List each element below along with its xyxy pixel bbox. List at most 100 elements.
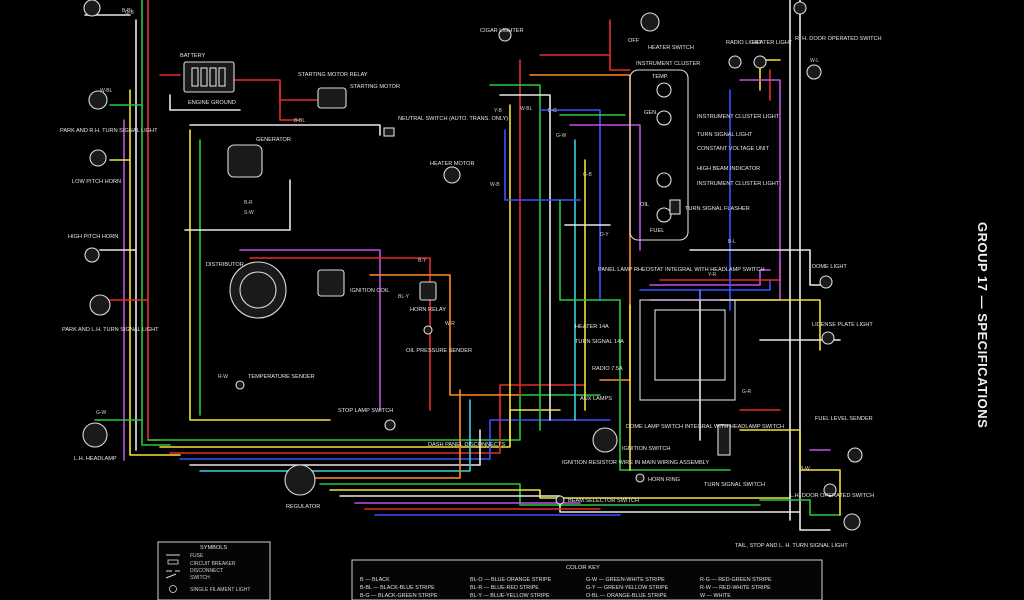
color-key-entry: BL-O — BLUE-ORANGE STRIPE bbox=[470, 577, 552, 583]
label-dome-lamp-switch: DOME LAMP SWITCH INTEGRAL WITH HEADLAMP … bbox=[626, 424, 784, 430]
symbols-legend: SYMBOLS FUSE CIRCUIT BREAKER DISCONNECT … bbox=[157, 541, 271, 600]
label-fuel-level-sender: FUEL LEVEL SENDER bbox=[815, 416, 873, 422]
ignition-switch-icon bbox=[592, 427, 618, 453]
cigar-lighter-icon bbox=[498, 28, 512, 42]
color-key-entry: BL-R — BLUE-RED STRIPE bbox=[470, 585, 539, 591]
turn-signal-switch-icon bbox=[717, 424, 731, 456]
label-constant-voltage-unit: CONSTANT VOLTAGE UNIT bbox=[697, 146, 770, 152]
label-ignition-resistor: IGNITION RESISTOR WIRE IN MAIN WIRING AS… bbox=[562, 460, 709, 466]
rh-headlamp-icon bbox=[83, 0, 101, 17]
wire-code: S-W bbox=[244, 210, 254, 216]
label-lh-headlamp: L.H. HEADLAMP bbox=[74, 456, 117, 462]
label-battery: BATTERY bbox=[180, 53, 206, 59]
label-heater-14a: HEATER 14A bbox=[575, 324, 609, 330]
label-gen: GEN. bbox=[644, 110, 658, 116]
beam-selector-icon bbox=[555, 495, 565, 505]
label-tail-stop-turn: TAIL, STOP AND L. H. TURN SIGNAL LIGHT bbox=[735, 543, 848, 549]
color-key-entry: BL-Y — BLUE-YELLOW STRIPE bbox=[470, 593, 550, 599]
wire-code: W-B bbox=[490, 182, 500, 188]
wire-code: G-W bbox=[556, 133, 567, 139]
wire-code: B-BL bbox=[294, 118, 305, 124]
color-key: COLOR KEY B — BLACK B-BL — BLACK-BLUE ST… bbox=[351, 559, 823, 600]
wire-code: G-W bbox=[96, 410, 107, 416]
symbols-item: FUSE bbox=[190, 553, 204, 559]
wire-code: D-Y bbox=[600, 232, 609, 238]
color-key-entry: B-G — BLACK-GREEN STRIPE bbox=[360, 593, 438, 599]
wire-code: Y-B bbox=[494, 108, 503, 114]
wire-code: R-W bbox=[218, 374, 228, 380]
license-plate-light-icon bbox=[821, 331, 835, 345]
high-pitch-horn-icon bbox=[84, 247, 100, 263]
wire-code: W-BL bbox=[520, 106, 533, 112]
label-starting-motor-relay: STARTING MOTOR RELAY bbox=[298, 72, 368, 78]
label-turn-signal-light: TURN SIGNAL LIGHT bbox=[697, 132, 753, 138]
horn-relay-icon bbox=[419, 281, 437, 301]
wire-code: B-W bbox=[800, 466, 810, 472]
color-key-entry: B-BL — BLACK-BLUE STRIPE bbox=[360, 585, 435, 591]
label-radio-light: RADIO LIGHT bbox=[726, 40, 762, 46]
wire-code: Y-R bbox=[708, 272, 717, 278]
temperature-sender-icon bbox=[235, 380, 245, 390]
label-heater-switch: HEATER SWITCH bbox=[648, 45, 694, 51]
symbols-item: CIRCUIT BREAKER bbox=[190, 561, 236, 567]
label-turn-signal-switch: TURN SIGNAL SWITCH bbox=[704, 482, 765, 488]
label-rh-door-switch: R. H. DOOR OPERATED SWITCH bbox=[795, 36, 882, 42]
heater-switch-icon bbox=[640, 12, 660, 32]
color-key-entry: G-Y — GREEN-YELLOW STRIPE bbox=[586, 585, 669, 591]
color-key-title: COLOR KEY bbox=[566, 565, 600, 571]
symbols-item: DISCONNECT bbox=[190, 568, 223, 574]
label-oil: OIL bbox=[640, 202, 649, 208]
gen-gauge-icon bbox=[656, 110, 672, 126]
heater-motor-icon bbox=[443, 166, 461, 184]
color-key-entry: O-BL — ORANGE-BLUE STRIPE bbox=[586, 593, 667, 599]
label-aux-lamps: AUX LAMPS bbox=[580, 396, 612, 402]
wire-code: W-L bbox=[810, 58, 819, 64]
symbols-item: SWITCH bbox=[190, 575, 210, 581]
wire-codes: B-BL W-BL B-BL B-R S-W G-B W-BL Y-B G-W … bbox=[96, 8, 819, 472]
labels: BATTERY STARTING MOTOR RELAY STARTING MO… bbox=[60, 28, 882, 549]
horn-ring-icon bbox=[635, 473, 645, 483]
label-horn-relay: HORN RELAY bbox=[410, 307, 446, 313]
heater-light-icon bbox=[753, 55, 767, 69]
label-temp: TEMP. bbox=[652, 74, 669, 80]
label-radio-75a: RADIO 7.5A bbox=[592, 366, 623, 372]
label-park-rh-turn: PARK AND R.H. TURN SIGNAL LIGHT bbox=[60, 128, 158, 134]
label-low-pitch-horn: LOW PITCH HORN bbox=[72, 179, 121, 185]
label-license-plate-light: LICENSE PLATE LIGHT bbox=[812, 322, 873, 328]
label-lh-door-switch: L.H. DOOR OPERATED SWITCH bbox=[790, 493, 874, 499]
label-dome-light: DOME LIGHT bbox=[812, 264, 847, 270]
regulator-icon bbox=[284, 464, 316, 496]
fuel-gauge-icon bbox=[656, 207, 672, 223]
label-oil-pressure-sender: OIL PRESSURE SENDER bbox=[406, 348, 472, 354]
low-pitch-horn-icon bbox=[89, 149, 107, 167]
side-title: GROUP 17 — SPECIFICATIONS bbox=[975, 222, 990, 428]
instrument-cluster-box bbox=[629, 69, 689, 241]
label-park-lh-turn: PARK AND L.H. TURN SIGNAL LIGHT bbox=[62, 327, 159, 333]
label-dash-panel-disconnects: DASH PANEL DISCONNECTS bbox=[428, 442, 505, 448]
label-turn-signal-14a: TURN SIGNAL 14A bbox=[575, 339, 624, 345]
label-ignition-switch: IGNITION SWITCH bbox=[622, 446, 670, 452]
wire-code: W-BL bbox=[100, 88, 113, 94]
wire-code: W-R bbox=[445, 321, 455, 327]
label-neutral-switch: NEUTRAL SWITCH (AUTO. TRANS. ONLY) bbox=[398, 116, 508, 122]
color-key-entry: R-W — RED-WHITE STRIPE bbox=[700, 585, 771, 591]
color-key-entry: W — WHITE bbox=[700, 593, 731, 599]
lh-door-switch-icon bbox=[823, 483, 837, 497]
battery-icon bbox=[183, 61, 235, 93]
label-panel-lamp-rheostat: PANEL LAMP RHEOSTAT INTEGRAL WITH HEADLA… bbox=[598, 267, 765, 273]
wire-code: BL-Y bbox=[398, 294, 410, 300]
label-instrument-cluster: INSTRUMENT CLUSTER bbox=[636, 61, 700, 67]
label-turn-signal-flasher: TURN SIGNAL FLASHER bbox=[685, 206, 750, 212]
wire-code: B-G bbox=[548, 108, 557, 114]
label-instrument-cluster-light-2: INSTRUMENT CLUSTER LIGHT bbox=[697, 181, 780, 187]
wire-code: G-B bbox=[125, 10, 135, 16]
label-distributor: DISTRIBUTOR bbox=[206, 262, 244, 268]
label-generator: GENERATOR bbox=[256, 137, 291, 143]
ignition-coil-icon bbox=[317, 269, 345, 297]
wire-code: B-BL bbox=[122, 8, 133, 14]
wire-code: B-L bbox=[728, 239, 736, 245]
wire-code: G-R bbox=[742, 389, 752, 395]
park-lh-turn-light-icon bbox=[89, 294, 111, 316]
